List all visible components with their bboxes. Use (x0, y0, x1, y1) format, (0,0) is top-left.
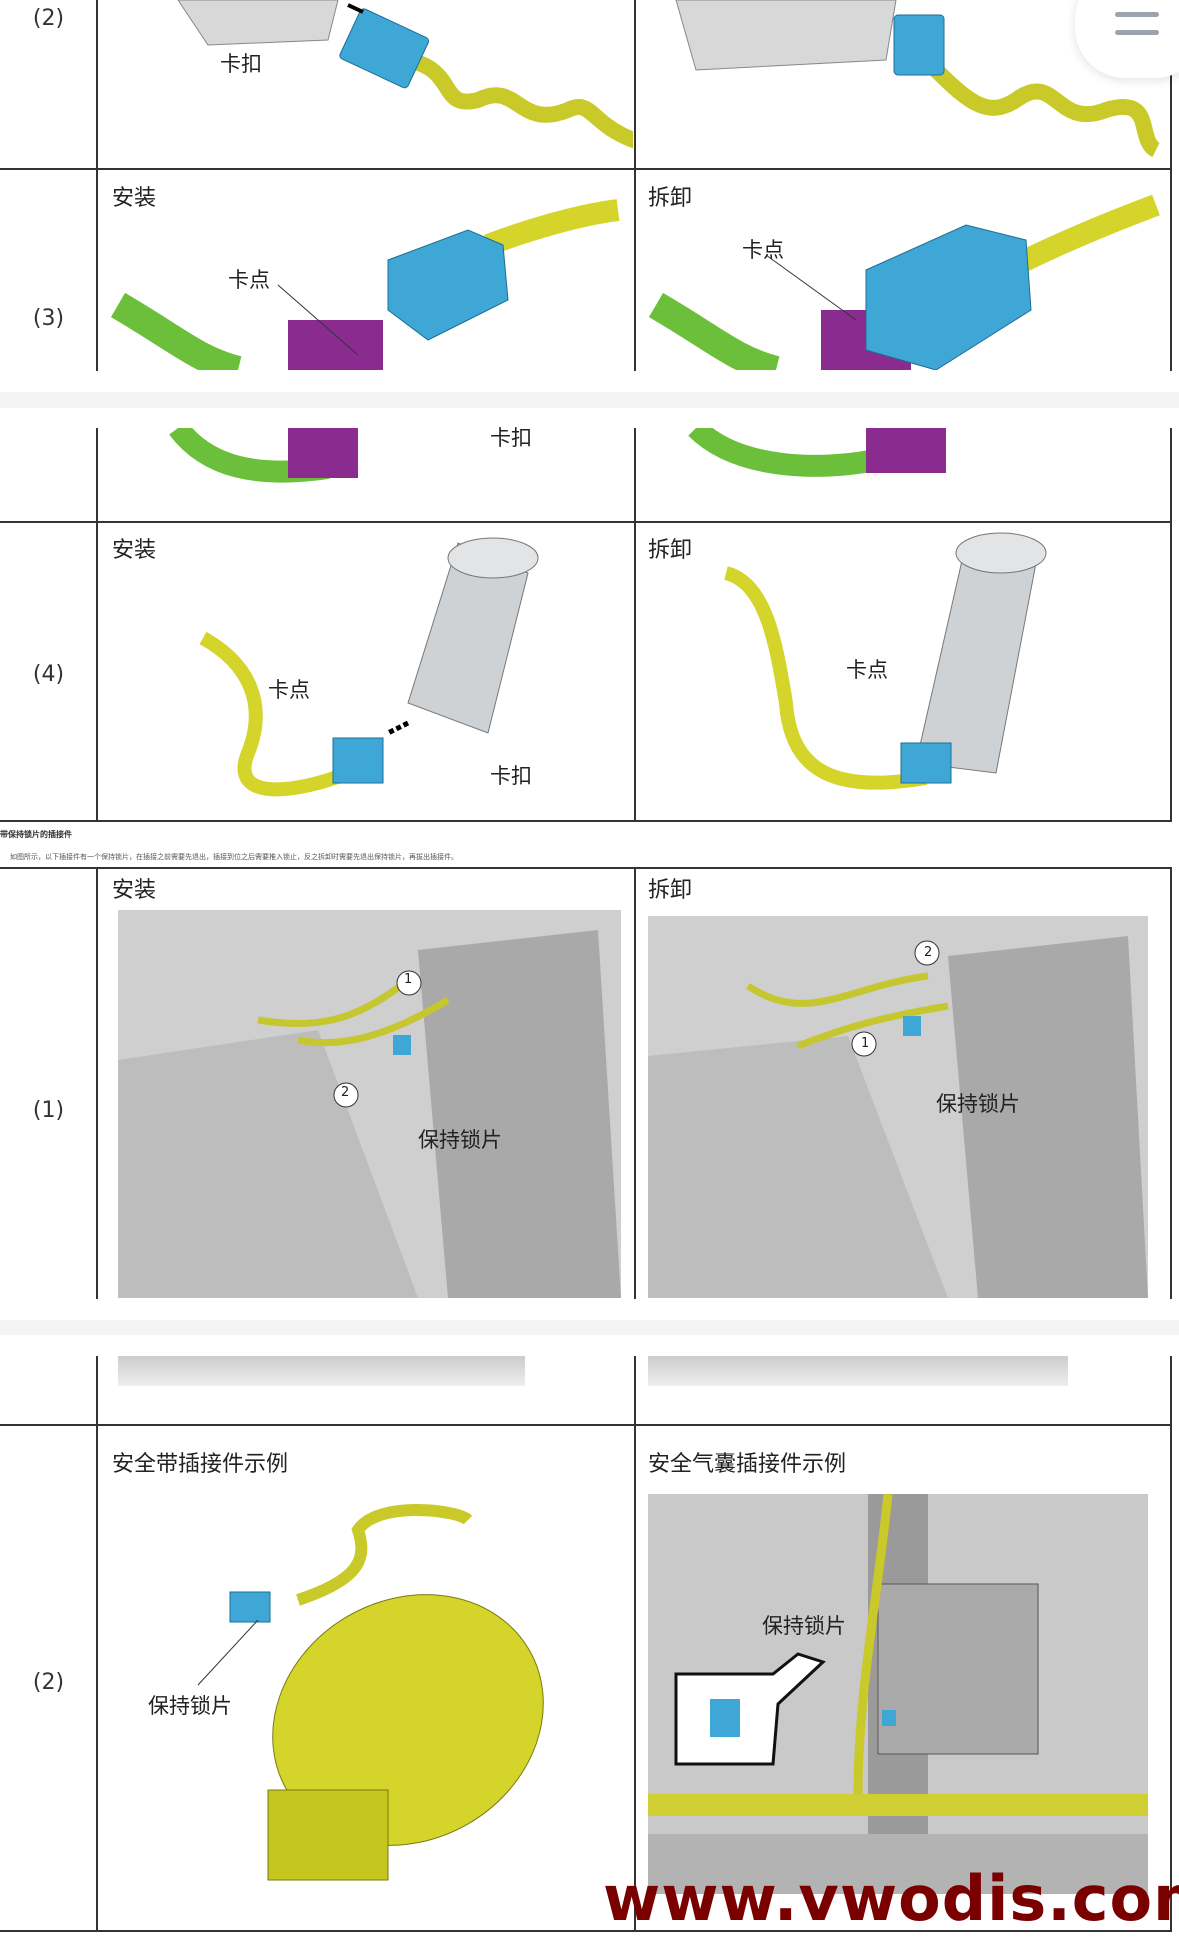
cell-title-install: 安装 (112, 878, 157, 903)
table-border (0, 521, 1172, 523)
callout-catch-point: 卡点 (228, 268, 270, 292)
table-border (1170, 0, 1172, 371)
connector-illustration-install (110, 199, 620, 370)
row-label: (4) (32, 662, 65, 687)
section-note: 如图所示，以下插接件有一个保持锁片，在插接之前需要先退出，插接到位之后需要推入锁… (10, 853, 458, 861)
page-gap (0, 1320, 1179, 1335)
connector-illustration-remove (675, 0, 1161, 158)
vehicle-floor-illustration-install (118, 910, 621, 1298)
callout-number: 1 (861, 1036, 870, 1051)
connector-illustration-install (177, 0, 633, 149)
connector-illustration-install-cont (169, 428, 358, 483)
table-border (96, 1356, 98, 1932)
callout-number: 1 (404, 972, 413, 987)
callout-retaining-lock: 保持锁片 (148, 1694, 232, 1718)
menu-button[interactable] (1075, 0, 1179, 78)
table-border (1170, 867, 1172, 1299)
table-border (0, 168, 1172, 170)
table-border (0, 1424, 1172, 1426)
menu-icon (1115, 12, 1159, 17)
table-border (0, 867, 1172, 869)
section-heading: 带保持锁片的插接件 (0, 830, 72, 839)
table-border (96, 0, 98, 371)
cell-title-seatbelt-example: 安全带插接件示例 (112, 1452, 289, 1477)
row-label: (3) (32, 306, 65, 331)
cell-title-remove: 拆卸 (648, 538, 693, 563)
row-label: (2) (32, 6, 65, 31)
callout-clip: 卡扣 (220, 52, 262, 76)
connector-illustration-install (199, 537, 539, 797)
table-border (634, 428, 636, 822)
callout-catch-point: 卡点 (268, 678, 310, 702)
vehicle-floor-illustration-remove (648, 916, 1148, 1298)
table-border (0, 1930, 1172, 1932)
table-border (1170, 428, 1172, 822)
table-border (1170, 1356, 1172, 1932)
table-border (96, 867, 98, 1299)
callout-retaining-lock: 保持锁片 (418, 1128, 502, 1152)
table-border (634, 0, 636, 371)
connector-illustration-remove (723, 532, 1047, 790)
cell-title-install: 安装 (112, 538, 157, 563)
cell-title-remove: 拆卸 (648, 186, 693, 211)
callout-clip: 卡扣 (490, 764, 532, 788)
table-border (96, 428, 98, 822)
cell-title-install: 安装 (112, 186, 157, 211)
watermark: www.vwodis.com (603, 1862, 1179, 1935)
row-label: (1) (32, 1098, 65, 1123)
callout-retaining-lock: 保持锁片 (936, 1092, 1020, 1116)
vehicle-floor-illustration-cont (118, 1356, 525, 1386)
airbag-connector-illustration (648, 1494, 1148, 1894)
callout-clip: 卡扣 (490, 426, 532, 450)
page-gap (0, 392, 1179, 408)
cell-title-remove: 拆卸 (648, 878, 693, 903)
callout-retaining-lock: 保持锁片 (762, 1614, 846, 1638)
clock-spring-illustration (197, 1504, 544, 1881)
connector-illustration-remove-cont (688, 428, 946, 477)
callout-catch-point: 卡点 (846, 658, 888, 682)
vehicle-floor-illustration-cont (648, 1356, 1068, 1386)
table-border (634, 1356, 636, 1932)
menu-icon (1115, 30, 1159, 35)
cell-title-airbag-example: 安全气囊插接件示例 (648, 1452, 847, 1477)
callout-catch-point: 卡点 (742, 238, 784, 262)
table-border (634, 867, 636, 1299)
table-border (0, 820, 1172, 822)
connector-illustration-remove (648, 194, 1160, 370)
callout-number: 2 (341, 1085, 350, 1100)
row-label: (2) (32, 1670, 65, 1695)
callout-number: 2 (924, 945, 933, 960)
